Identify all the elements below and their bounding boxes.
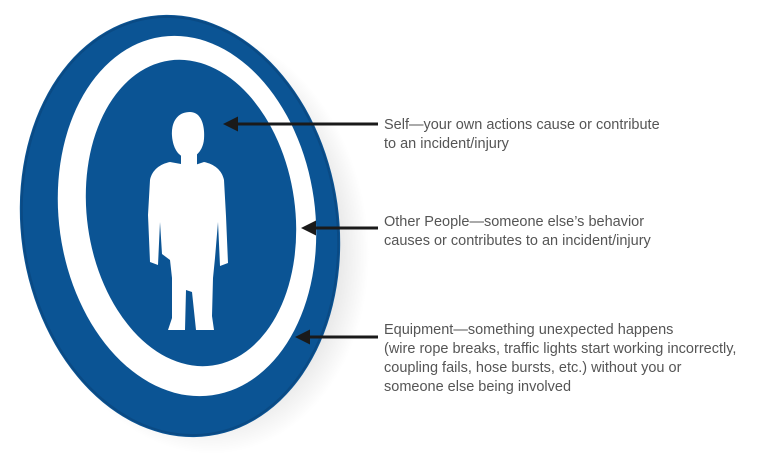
label-equipment-line-3: coupling fails, hose bursts, etc.) witho… — [384, 360, 682, 376]
label-equipment: Equipment—something unexpected happens (… — [384, 321, 736, 397]
label-other-people-line-2: causes or contributes to an incident/inj… — [384, 233, 651, 249]
label-self: Self—your own actions cause or contribut… — [384, 116, 660, 154]
label-self-line-1: Self—your own actions cause or contribut… — [384, 117, 660, 133]
label-self-line-2: to an incident/injury — [384, 136, 509, 152]
label-other-people-line-1: Other People—someone else’s behavior — [384, 214, 645, 230]
label-equipment-line-2: (wire rope breaks, traffic lights start … — [384, 341, 737, 357]
label-equipment-line-1: Equipment—something unexpected happens — [384, 322, 674, 338]
label-equipment-line-4: someone else being involved — [384, 379, 572, 395]
label-other-people: Other People—someone else’s behavior cau… — [384, 213, 651, 251]
person-silhouette-icon — [148, 112, 228, 330]
outer-ring-edge — [20, 15, 340, 437]
